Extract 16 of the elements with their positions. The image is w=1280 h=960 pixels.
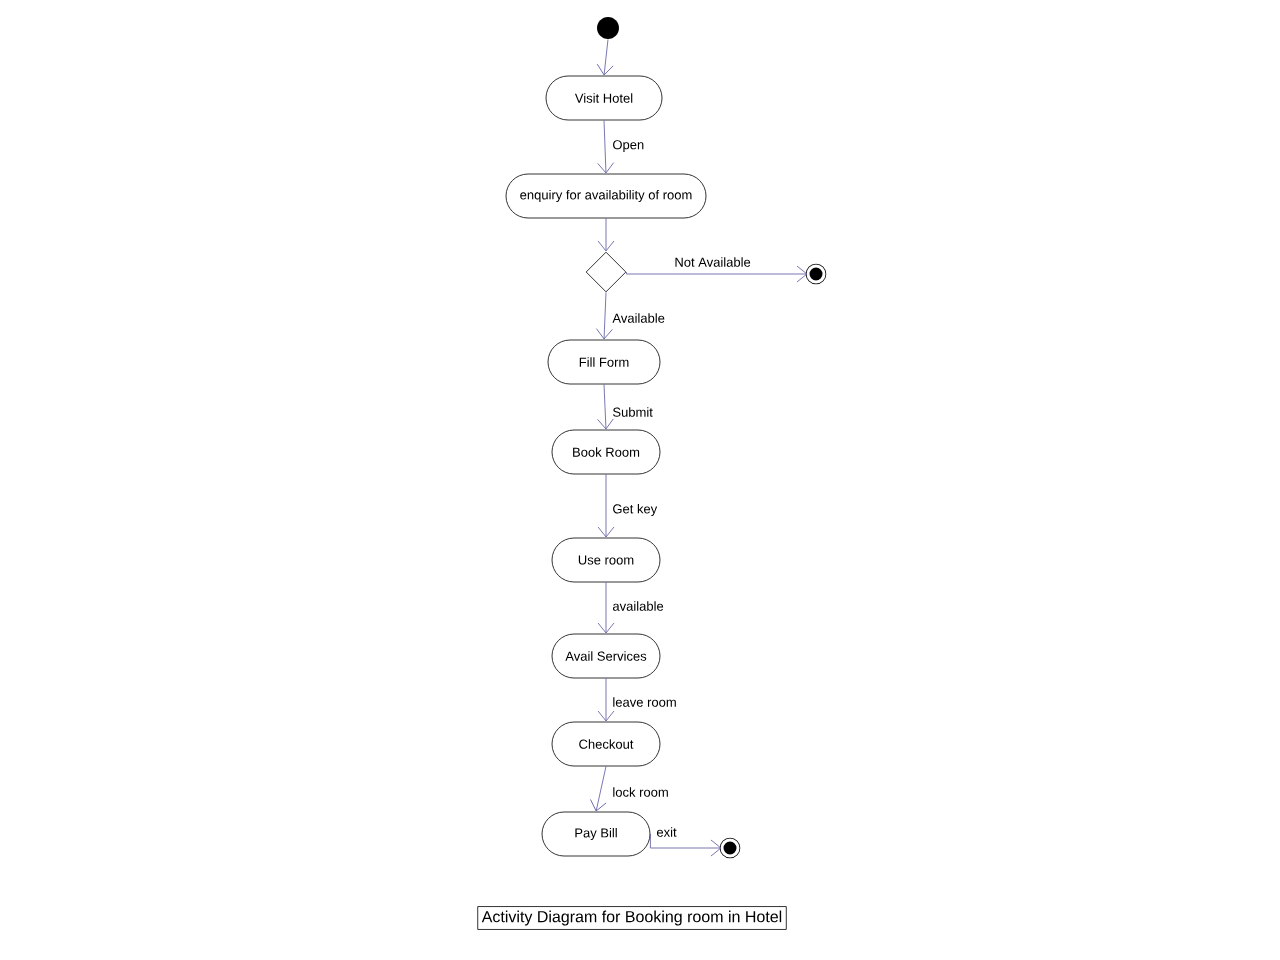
end-node bbox=[719, 837, 741, 859]
arrow bbox=[597, 678, 615, 722]
caption: Activity Diagram for Booking room in Hotel bbox=[477, 906, 787, 930]
decision-diamond bbox=[585, 251, 627, 293]
arrow bbox=[597, 474, 615, 538]
end-node bbox=[805, 263, 827, 285]
arrow bbox=[597, 384, 614, 430]
arrow bbox=[597, 218, 615, 252]
arrow bbox=[597, 582, 615, 634]
arrow bbox=[596, 292, 613, 340]
arrow bbox=[650, 833, 722, 857]
start-node bbox=[597, 17, 619, 39]
arrow bbox=[590, 766, 607, 812]
arrow bbox=[597, 120, 614, 174]
arrow bbox=[596, 39, 614, 76]
arrow bbox=[626, 265, 808, 283]
